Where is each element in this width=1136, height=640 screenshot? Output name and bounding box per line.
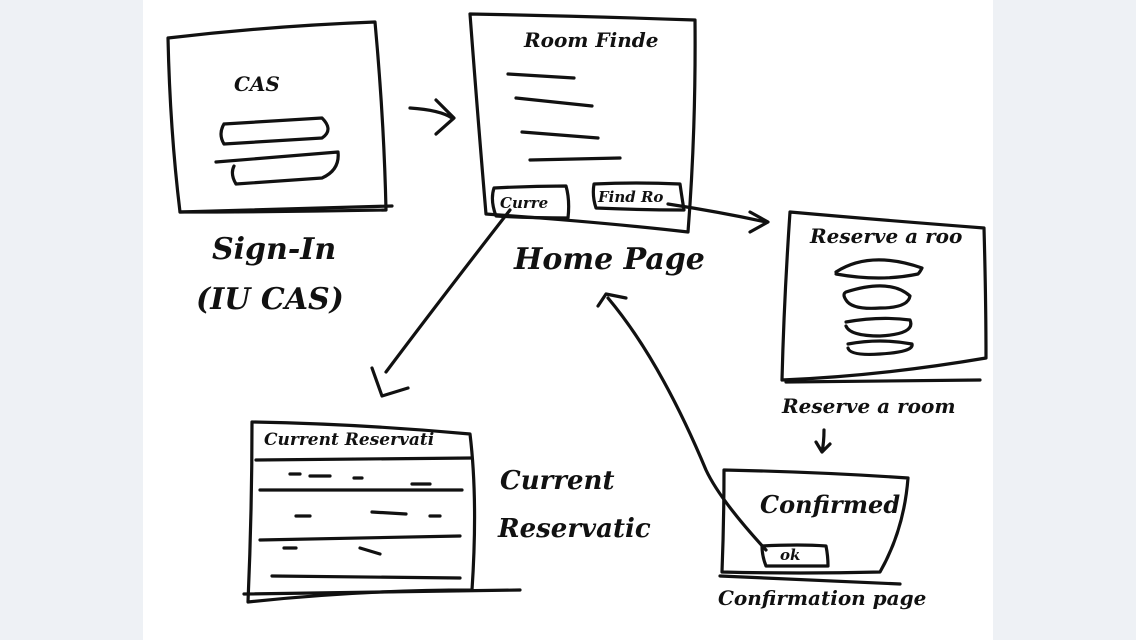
signin-caption-line2: (IU CAS) xyxy=(196,282,344,317)
reserve-option-3 xyxy=(844,316,913,338)
signin-screen-frame xyxy=(166,20,388,214)
reserve-screen xyxy=(780,210,988,384)
reserve-caption: Reserve a room xyxy=(782,394,956,418)
reserve-option-2 xyxy=(842,284,912,310)
reserve-screen-header: Reserve a roo xyxy=(810,224,963,248)
current-row-dash-5 xyxy=(370,510,408,516)
current-screen xyxy=(242,420,522,604)
confirm-ok-button-label: ok xyxy=(780,546,801,564)
confirm-screen-frame xyxy=(720,468,910,575)
arrow-home-to-reserve xyxy=(666,202,770,234)
confirm-screen xyxy=(718,468,910,586)
signin-screen-header: CAS xyxy=(234,72,280,96)
current-caption-line1: Current xyxy=(500,466,615,496)
signin-username-field xyxy=(219,116,330,146)
home-screen-frame xyxy=(468,12,697,234)
signin-screen xyxy=(166,20,394,214)
home-current-button-label: Curre xyxy=(500,194,549,212)
reserve-screen-frame xyxy=(780,210,988,382)
home-list-line-1 xyxy=(506,72,576,80)
current-header-divider xyxy=(254,456,474,462)
current-screen-header: Current Reservati xyxy=(264,430,435,450)
signin-underline xyxy=(178,204,394,214)
home-list-line-3 xyxy=(520,130,600,140)
arrow-reserve-to-confirm xyxy=(814,428,832,454)
reserve-underline xyxy=(784,378,982,384)
current-row-dash-8 xyxy=(358,546,382,556)
home-screen-header: Room Finde xyxy=(524,28,659,52)
current-bottom-line xyxy=(242,588,522,596)
reserve-option-4 xyxy=(846,339,914,356)
home-find-button-label: Find Ro xyxy=(598,188,664,206)
current-caption-line2: Reservatic xyxy=(498,514,651,544)
confirm-caption: Confirmation page xyxy=(718,586,927,610)
reserve-option-1 xyxy=(834,258,924,280)
home-find-button-frame xyxy=(591,181,686,212)
home-list-line-2 xyxy=(514,96,594,108)
current-row-line-3 xyxy=(258,534,462,542)
arrow-confirm-to-home xyxy=(596,292,768,552)
home-current-button-frame xyxy=(490,184,571,220)
home-caption: Home Page xyxy=(514,242,705,277)
confirm-ok-button-frame xyxy=(760,543,830,568)
home-screen xyxy=(468,12,697,234)
signin-password-field xyxy=(214,150,340,186)
arrow-home-to-current xyxy=(370,208,512,398)
home-list-line-4 xyxy=(528,156,622,162)
arrow-signin-to-home xyxy=(408,98,456,136)
confirm-underline xyxy=(718,574,902,586)
confirm-screen-header: Confirmed xyxy=(760,490,901,519)
current-row-line-4 xyxy=(270,574,462,580)
signin-caption-line1: Sign-In xyxy=(212,232,337,267)
